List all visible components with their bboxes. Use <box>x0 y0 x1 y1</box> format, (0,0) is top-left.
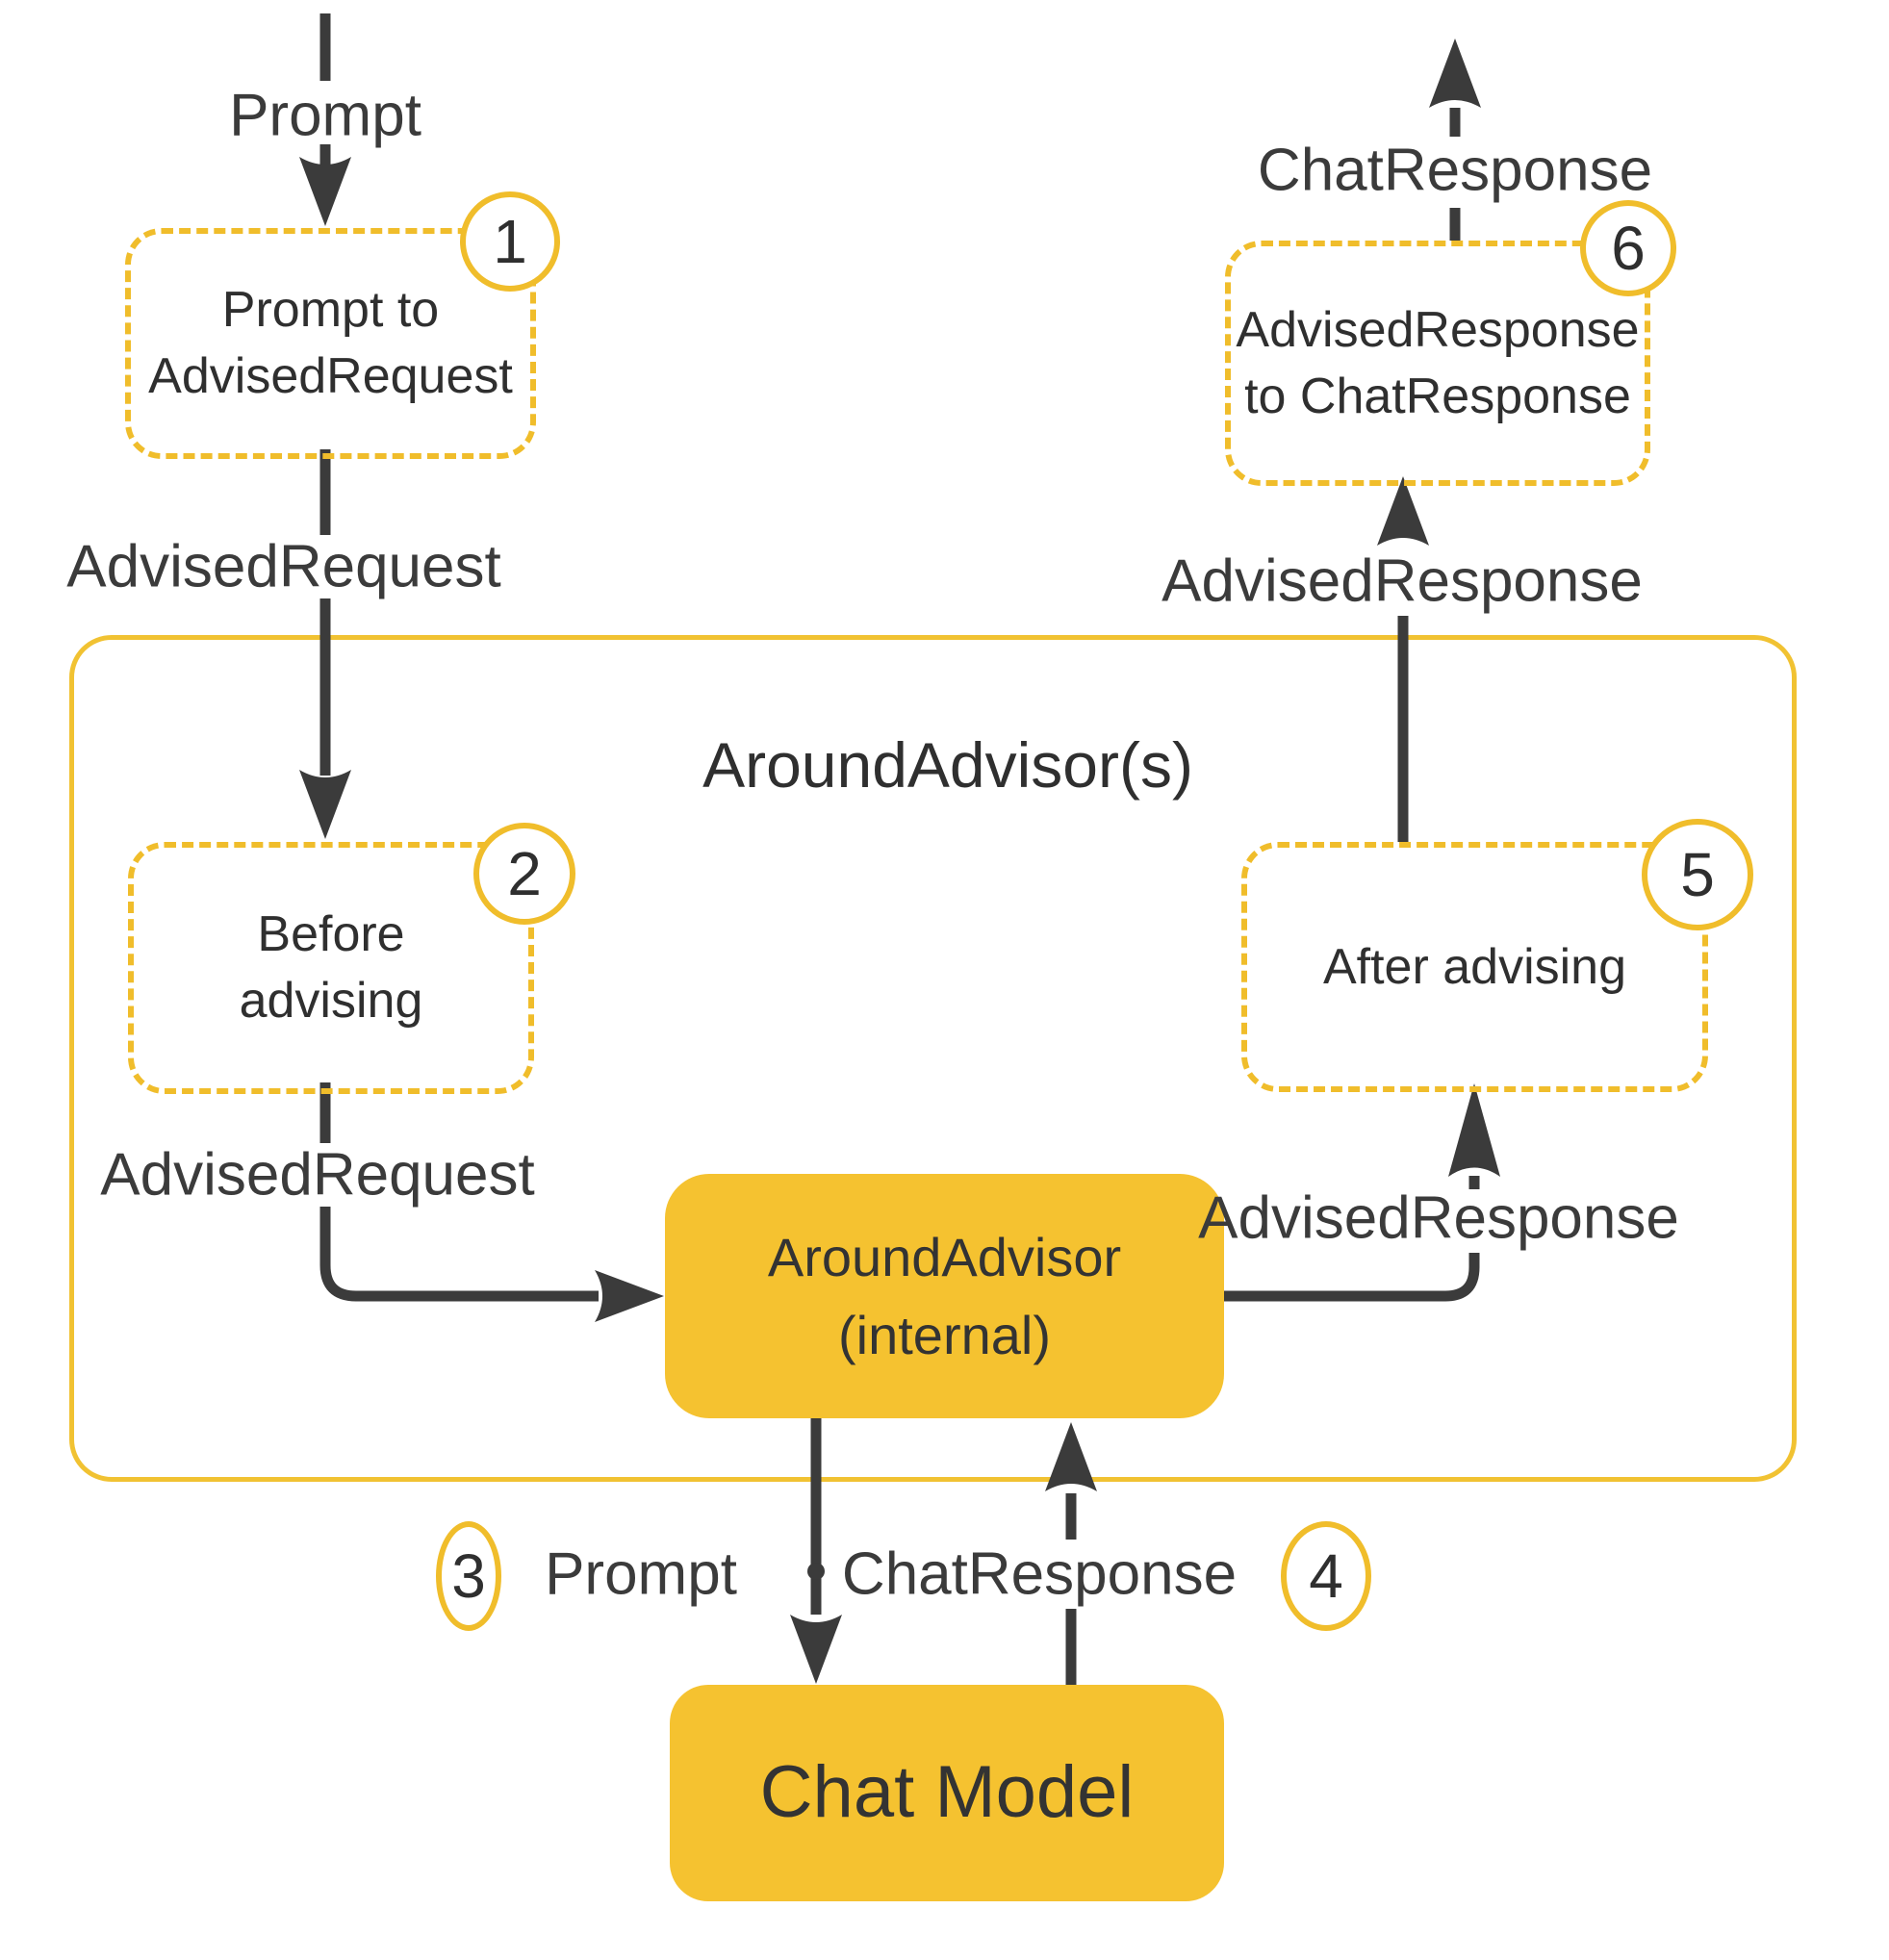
node-after-advising: After advising <box>1241 842 1708 1092</box>
arrowhead-up-into-box6 <box>1377 476 1429 546</box>
edge-label-prompt-in: Prompt <box>229 82 421 149</box>
arrowhead-up-chatresponse-out <box>1429 38 1481 108</box>
edge-label-chatresponse-from-model: ChatResponse <box>841 1540 1238 1608</box>
step-badge-6: 6 <box>1580 200 1676 296</box>
node-label-line: Chat Model <box>759 1751 1135 1834</box>
edge-label-advisedresponse-2: AdvisedResponse <box>1161 547 1643 615</box>
node-label-line: to ChatResponse <box>1244 368 1631 424</box>
node-around-advisor-internal: AroundAdvisor (internal) <box>665 1174 1224 1418</box>
around-advisors-container <box>69 635 1797 1482</box>
edge-label-advisedresponse-1: AdvisedResponse <box>1198 1184 1679 1252</box>
edge-label-chatresponse-out: ChatResponse <box>1257 137 1653 204</box>
node-chat-model: Chat Model <box>670 1685 1224 1901</box>
step-badge-1: 1 <box>460 191 560 292</box>
node-label-line: Prompt to <box>221 282 440 339</box>
step-badge-2: 2 <box>473 823 575 925</box>
node-label-line: AdvisedRequest <box>148 348 513 404</box>
edge-label-prompt-to-model: Prompt <box>545 1540 737 1608</box>
step-badge-3: 3 <box>436 1521 501 1631</box>
edge-label-advisedrequest-1: AdvisedRequest <box>66 533 501 600</box>
arrowhead-down-into-chatmodel <box>790 1615 842 1684</box>
node-before-advising: Before advising <box>128 842 534 1094</box>
node-label-line: advising <box>239 973 423 1029</box>
step-badge-5: 5 <box>1642 819 1753 930</box>
node-advisedresponse-to-chatresponse: AdvisedResponse to ChatResponse <box>1225 241 1650 486</box>
around-advisors-title: AroundAdvisor(s) <box>702 729 1193 801</box>
arrowhead-down-into-box1 <box>299 157 351 226</box>
node-label-line: After advising <box>1322 938 1627 995</box>
node-prompt-to-advisedrequest: Prompt to AdvisedRequest <box>125 228 536 459</box>
node-label-line: AdvisedResponse <box>1236 301 1640 358</box>
node-label-line: (internal) <box>838 1305 1051 1365</box>
node-label-line: Before <box>257 906 405 963</box>
node-label-line: AroundAdvisor <box>767 1226 1122 1287</box>
step-badge-4: 4 <box>1281 1521 1371 1631</box>
prompt-line-dot <box>807 1563 825 1580</box>
edge-label-advisedrequest-2: AdvisedRequest <box>100 1141 535 1209</box>
